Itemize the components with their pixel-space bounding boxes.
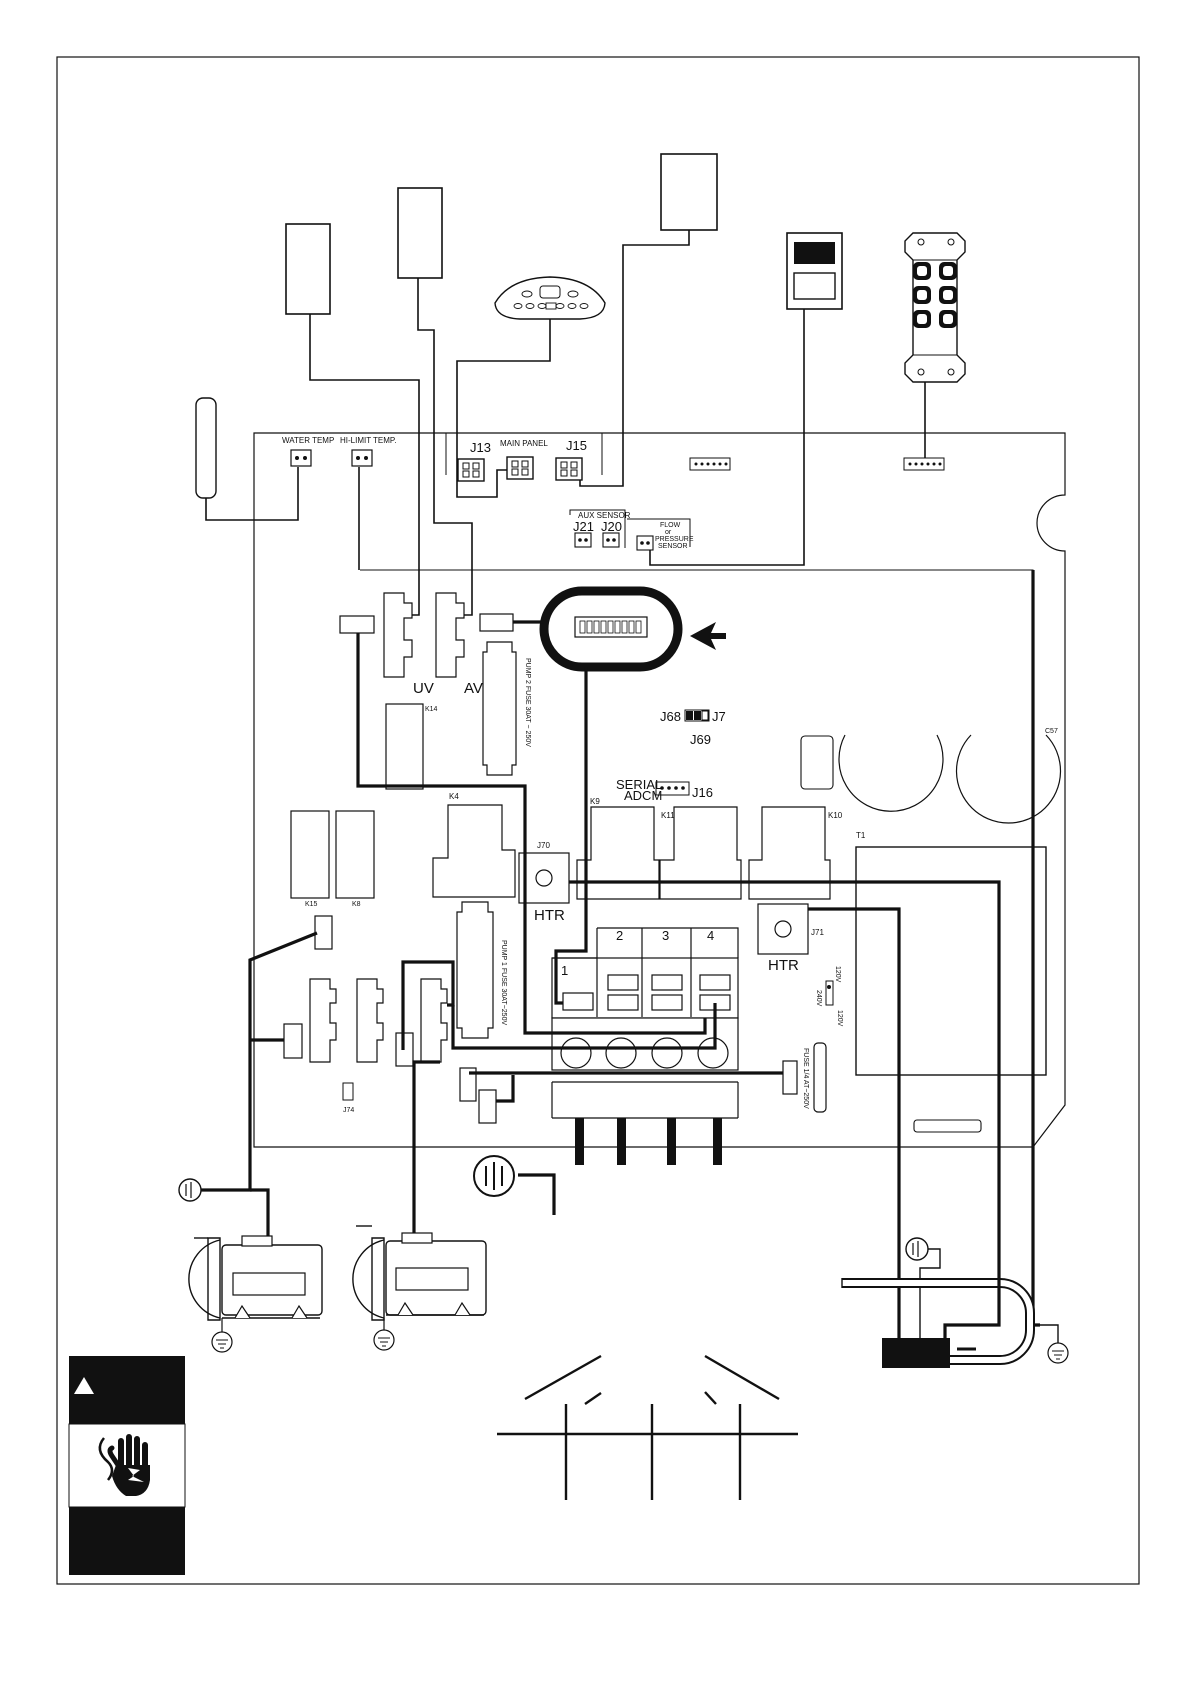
six-button-auxiliary-keypad (905, 233, 965, 382)
chassis-ground-icon (474, 1156, 514, 1196)
htr-label-2: HTR (768, 957, 799, 974)
terminal-1-label: 1 (561, 963, 568, 978)
auxiliary-device-box-1 (286, 224, 330, 314)
ground-connector-small (284, 1024, 302, 1058)
ground-icon-pump-left (179, 1179, 201, 1201)
auxiliary-device-box-3 (661, 154, 717, 230)
uv-connector (384, 593, 412, 677)
flow-label: FLOW (660, 522, 681, 529)
av-label: AV (464, 680, 483, 697)
aux-panel-header-1 (690, 458, 730, 470)
relay-k9 (577, 807, 659, 899)
pointer-arrow-icon (690, 622, 726, 650)
main-control-panel-keypad (495, 277, 605, 319)
k9-label: K9 (590, 797, 600, 806)
relay-k15 (291, 811, 329, 898)
relay-k4 (433, 805, 515, 897)
spare-fuse (914, 1120, 981, 1132)
ground-icon-right (1040, 1325, 1068, 1363)
relay-k8 (336, 811, 374, 898)
water-temp-connector (291, 450, 311, 466)
pump-1-fuse-label: PUMP 1 FUSE 30AT~250V (500, 940, 507, 1025)
terminal-2-label: 2 (616, 928, 623, 943)
j68-j7-jumper (685, 710, 709, 721)
highlighted-connector (544, 591, 678, 667)
t1-label: T1 (856, 831, 866, 840)
relay-k11 (660, 807, 741, 899)
j13-label: J13 (470, 440, 491, 455)
flow-or-label: or (665, 529, 672, 536)
k11-label: K11 (661, 811, 675, 820)
voltage-select-jumper: 120V 240V 120V (815, 966, 843, 1027)
heater-element (842, 1244, 1030, 1368)
small-connector-center (480, 614, 513, 631)
power-supply-lines (497, 1356, 798, 1500)
j16-label: J16 (692, 785, 713, 800)
hi-limit-temp-label: HI-LIMIT TEMP. (340, 436, 396, 445)
ground-icon-heater (906, 1238, 940, 1342)
auxiliary-display-panel (787, 233, 842, 309)
electrical-shock-warning-panel (69, 1356, 185, 1575)
relay-k10 (749, 807, 830, 899)
aux-panel-header-2 (904, 458, 944, 470)
htr-label-1: HTR (534, 907, 565, 924)
pump-1-connector-a (310, 979, 336, 1062)
pump-2-fuse-label: PUMP 2 FUSE 30AT ~ 250V (524, 658, 531, 747)
k8-label: K8 (352, 901, 361, 908)
pump-2-fuse: PUMP 2 FUSE 30AT ~ 250V (483, 642, 531, 775)
jumper-120v-alt-label: 120V (836, 1010, 843, 1027)
j21-label: J21 (573, 519, 594, 534)
k10-label: K10 (828, 811, 843, 820)
c57-label: C57 (1045, 728, 1058, 735)
jumper-120v-label: 120V (834, 966, 841, 983)
j70-label: J70 (537, 841, 550, 850)
power-terminal-block (552, 927, 738, 1165)
capacitor-large-1 (839, 735, 943, 811)
pump-2-motor (353, 1226, 486, 1350)
main-panel-label: MAIN PANEL (500, 439, 548, 448)
small-connector-left (340, 616, 374, 633)
auxiliary-device-box-2 (398, 188, 442, 278)
fuse-connector-c (783, 1061, 797, 1094)
j68-label: J68 (660, 709, 681, 724)
pump-1-motor (189, 1236, 322, 1352)
fuse-connector-b (479, 1090, 496, 1123)
jumper-240v-label: 240V (815, 990, 822, 1007)
flow-pressure-label: PRESSURE (655, 536, 694, 543)
j15-label: J15 (566, 438, 587, 453)
water-temp-label: WATER TEMP (282, 436, 334, 445)
small-fuse: FUSE 1/4 AT~250V (802, 1043, 826, 1112)
terminal-3-label: 3 (662, 928, 669, 943)
pump-1-fuse: PUMP 1 FUSE 30AT~250V (457, 902, 507, 1038)
relay-k14 (386, 704, 423, 789)
flow-sensor-label: SENSOR (658, 543, 688, 550)
j71-label: J71 (811, 928, 824, 937)
pump-1-connector-b (357, 979, 383, 1062)
small-fuse-label: FUSE 1/4 AT~250V (802, 1048, 809, 1109)
k14-label: K14 (425, 706, 438, 713)
j74-connector (343, 1083, 353, 1100)
terminal-4-label: 4 (707, 928, 714, 943)
av-connector (436, 593, 464, 677)
k15-label: K15 (305, 901, 318, 908)
j20-label: J20 (601, 519, 622, 534)
temperature-sensor-probe (196, 398, 216, 498)
j69-label: J69 (690, 732, 711, 747)
uv-label: UV (413, 680, 434, 697)
k4-label: K4 (449, 792, 459, 801)
adcm-label: ADCM (624, 788, 662, 803)
k15-output-connector (315, 916, 332, 949)
heater-terminal-j71 (758, 904, 808, 954)
j74-label: J74 (343, 1107, 354, 1114)
capacitor-large-2 (957, 735, 1061, 823)
j7-label: J7 (712, 709, 726, 724)
capacitor-small (801, 736, 833, 789)
hi-limit-temp-connector (352, 450, 372, 466)
pump-2-connector (421, 979, 447, 1062)
